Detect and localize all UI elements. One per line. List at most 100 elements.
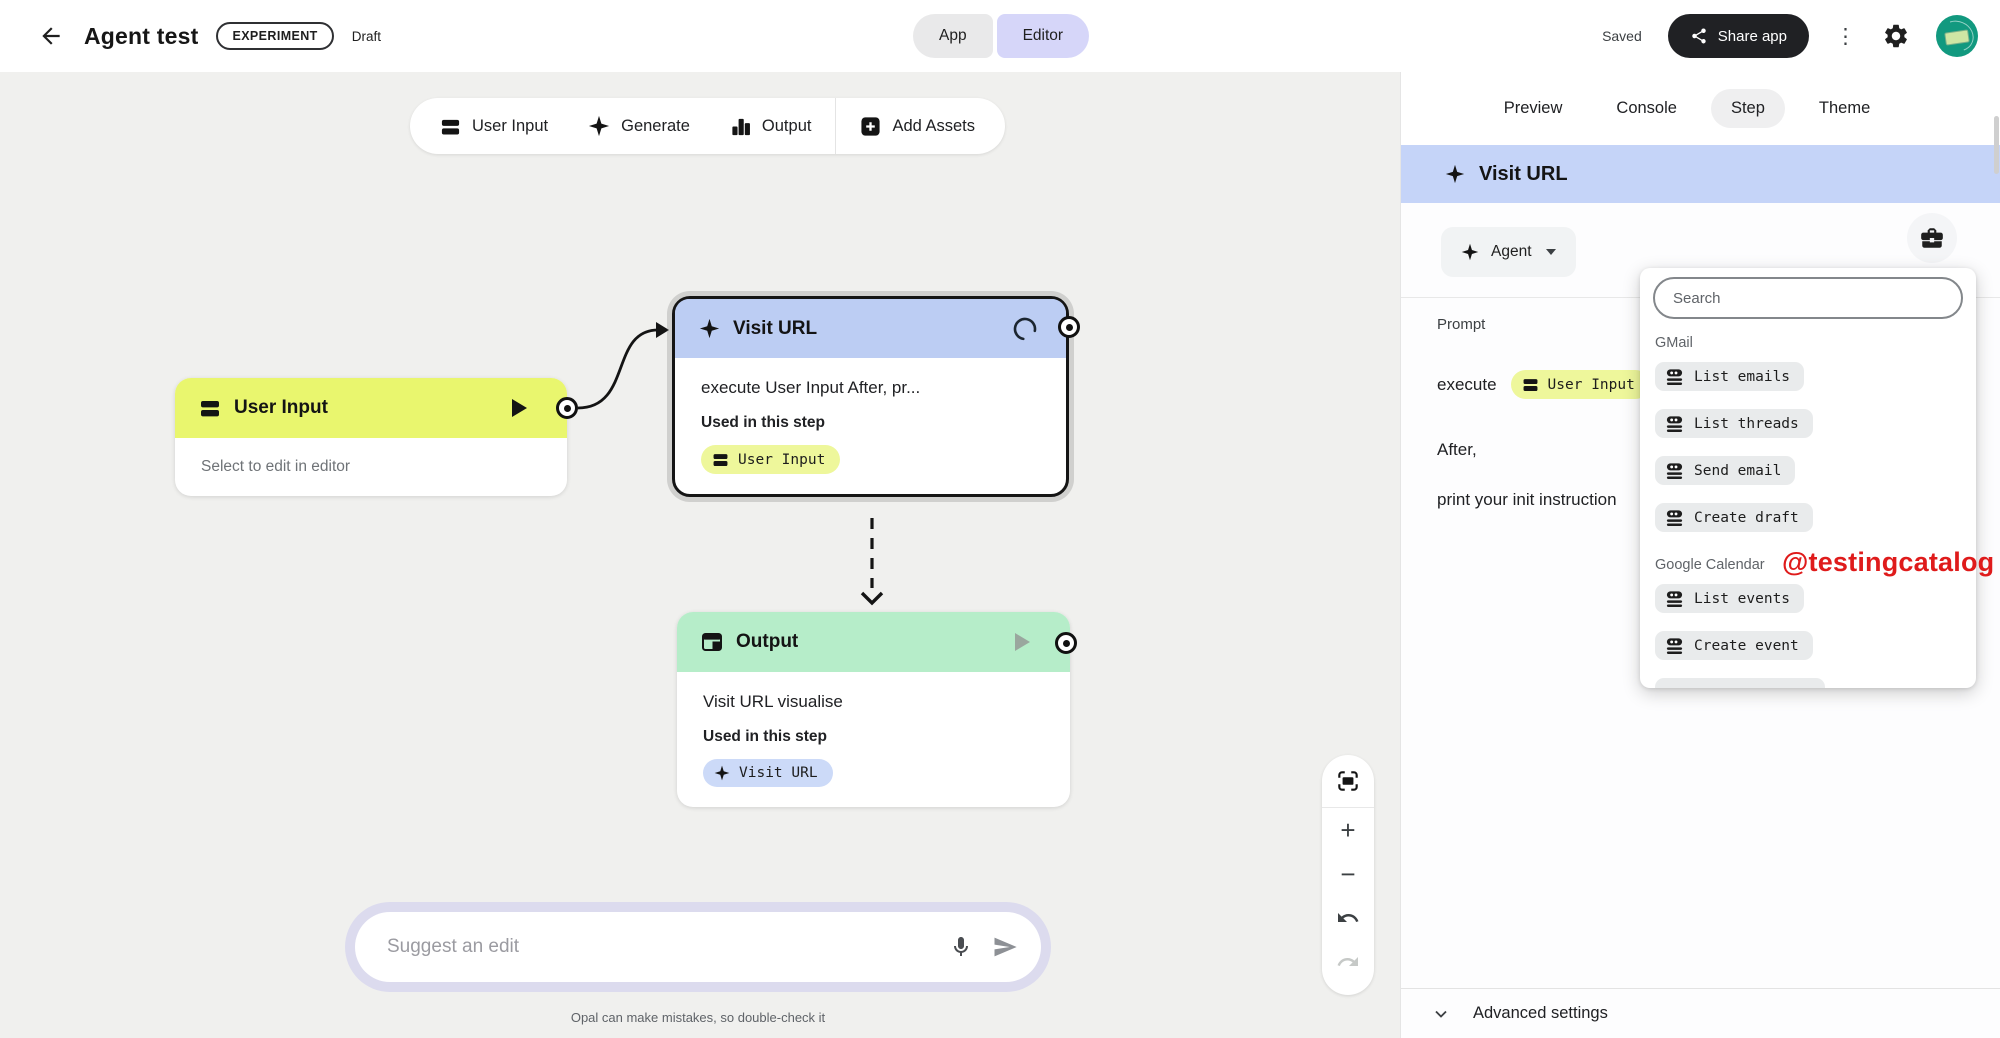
user-input-chip[interactable]: User Input	[1510, 370, 1650, 399]
node-title: User Input	[234, 397, 328, 418]
chip-label: Visit URL	[739, 765, 818, 781]
loading-spinner-icon	[1013, 317, 1037, 340]
tab-preview[interactable]: Preview	[1484, 89, 1583, 128]
node-visit-url[interactable]: Visit URL execute User Input After, pr..…	[672, 296, 1069, 497]
zoom-in-button[interactable]: +	[1322, 808, 1374, 852]
prompt-line-3[interactable]: print your init instruction	[1437, 490, 1617, 509]
redo-icon	[1337, 957, 1358, 966]
share-app-label: Share app	[1717, 27, 1787, 45]
port-user-input-out[interactable]	[556, 397, 578, 419]
canvas-controls: + −	[1322, 755, 1374, 995]
agent-row: Agent	[1401, 203, 2000, 297]
back-button[interactable]	[36, 21, 66, 51]
mic-button[interactable]	[949, 935, 973, 959]
share-app-button[interactable]: Share app	[1667, 14, 1809, 58]
tool-label: List emails	[1694, 368, 1791, 385]
node-body-note: Select to edit in editor	[201, 458, 351, 475]
toolbar-add-assets-button[interactable]: Add Assets	[840, 98, 995, 154]
user-input-icon	[201, 401, 219, 417]
more-options-button[interactable]: ⋮	[1835, 24, 1856, 48]
node-user-input[interactable]: User Input Select to edit in editor	[175, 378, 567, 496]
topbar-right: Saved Share app ⋮	[1602, 0, 1978, 72]
user-input-icon	[1523, 379, 1538, 391]
undo-button[interactable]	[1322, 896, 1374, 940]
advanced-settings-toggle[interactable]: Advanced settings	[1401, 988, 2000, 1038]
toolbar-user-input-button[interactable]: User Input	[420, 98, 568, 154]
tools-button[interactable]	[1907, 213, 1957, 263]
step-banner: Visit URL	[1401, 145, 2000, 203]
page-title: Agent test	[84, 22, 199, 49]
tool-list-emails[interactable]: List emails	[1655, 362, 1805, 391]
draft-status: Draft	[351, 28, 381, 44]
run-step-icon[interactable]	[512, 399, 527, 417]
editor-mode-button[interactable]: Editor	[996, 14, 1090, 58]
zoom-out-button[interactable]: −	[1322, 852, 1374, 896]
toolbar-output-button[interactable]: Output	[710, 98, 832, 154]
tool-list-threads[interactable]: List threads	[1655, 409, 1813, 438]
agent-model-dropdown[interactable]: Agent	[1441, 227, 1576, 277]
tool-stack-icon	[1666, 591, 1683, 607]
redo-button[interactable]	[1322, 940, 1374, 984]
fit-to-screen-button[interactable]	[1322, 755, 1374, 807]
user-input-chip[interactable]: User Input	[701, 445, 841, 474]
advanced-settings-label: Advanced settings	[1473, 1004, 1608, 1022]
node-title: Visit URL	[733, 317, 818, 339]
tools-search-input[interactable]	[1653, 277, 1963, 319]
tab-console[interactable]: Console	[1596, 89, 1697, 128]
saved-status: Saved	[1602, 28, 1642, 44]
tool-stack-icon	[1666, 510, 1683, 526]
experiment-badge: EXPERIMENT	[216, 22, 334, 50]
port-visit-url-out[interactable]	[1058, 316, 1080, 338]
add-square-icon	[861, 116, 881, 136]
settings-button[interactable]	[1882, 22, 1910, 50]
chip-label: User Input	[738, 451, 826, 468]
section-gmail: GMail	[1655, 335, 1693, 351]
tool-chip-partial[interactable]	[1655, 678, 1825, 688]
account-avatar[interactable]	[1936, 15, 1978, 57]
tab-step[interactable]: Step	[1710, 89, 1785, 128]
section-google-calendar: Google Calendar	[1655, 557, 1765, 573]
suggest-edit-input[interactable]	[387, 936, 949, 958]
node-visit-url-header: Visit URL	[675, 299, 1066, 358]
suggest-edit-inner	[355, 912, 1041, 982]
tool-create-draft[interactable]: Create draft	[1655, 503, 1813, 532]
arrow-left-icon	[42, 27, 60, 45]
panel-scrollbar[interactable]	[1994, 116, 1999, 174]
node-user-input-body: Select to edit in editor	[175, 438, 567, 496]
toolbar-generate-label: Generate	[621, 116, 690, 135]
prompt-line-2[interactable]: After,	[1437, 440, 1477, 459]
undo-icon	[1338, 913, 1359, 922]
port-output-out[interactable]	[1055, 632, 1077, 654]
tool-send-email[interactable]: Send email	[1655, 456, 1796, 485]
send-button[interactable]	[991, 933, 1019, 961]
chevron-down-icon	[1435, 1010, 1447, 1018]
chip-label: User Input	[1547, 376, 1635, 393]
step-title: Visit URL	[1479, 162, 1568, 185]
tool-list-events[interactable]: List events	[1655, 584, 1805, 613]
sparkle-icon	[699, 318, 720, 339]
app-mode-button[interactable]: App	[913, 14, 993, 58]
tab-theme[interactable]: Theme	[1799, 89, 1890, 128]
toolbar-output-label: Output	[761, 116, 812, 135]
sparkle-icon	[1461, 243, 1479, 261]
controls-divider	[1322, 807, 1374, 808]
agent-label: Agent	[1491, 243, 1532, 260]
node-type-toolbar: User Input Generate Output Add Assets	[410, 98, 1006, 154]
disclaimer-text: Opal can make mistakes, so double-check …	[570, 1010, 826, 1025]
node-output-header: Output	[677, 612, 1070, 672]
gear-icon	[1885, 24, 1907, 48]
used-in-step-label: Used in this step	[703, 728, 828, 745]
prompt-line-1[interactable]: execute User Input	[1437, 370, 1650, 399]
flow-canvas[interactable]: User Input Generate Output Add Assets Us…	[0, 72, 1400, 1038]
tool-stack-icon	[1666, 369, 1683, 385]
visit-url-chip[interactable]: Visit URL	[703, 759, 833, 787]
node-prompt-preview: Visit URL visualise	[703, 692, 843, 711]
toolbar-generate-button[interactable]: Generate	[568, 98, 710, 154]
user-input-icon	[441, 119, 460, 135]
tool-create-event[interactable]: Create event	[1655, 631, 1813, 660]
node-output[interactable]: Output Visit URL visualise Used in this …	[677, 612, 1070, 807]
toolbox-icon	[1921, 228, 1943, 248]
panel-tabs: Preview Console Step Theme	[1401, 72, 2000, 145]
toolbar-user-input-label: User Input	[472, 116, 549, 135]
